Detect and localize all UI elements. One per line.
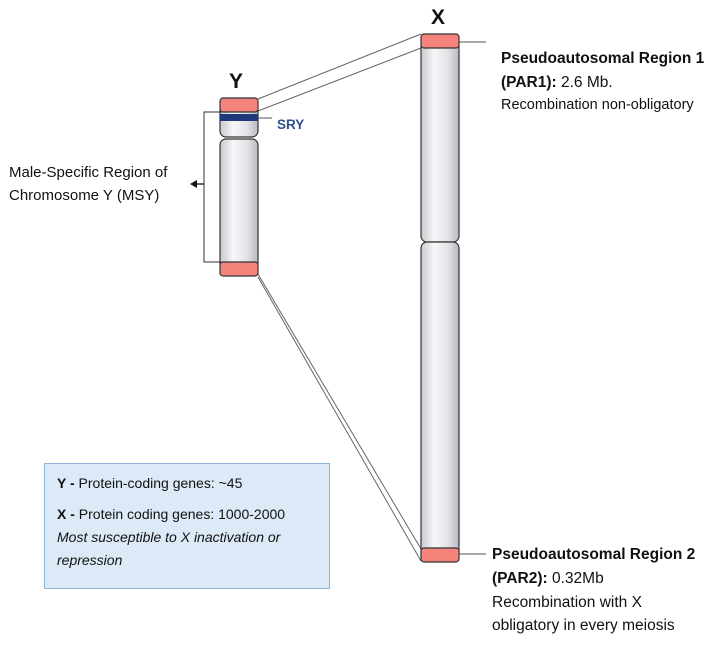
x-arm-long: [420, 241, 460, 559]
info-x-text: Protein coding genes: 1000-2000: [78, 506, 286, 522]
msy-label-line1: Male-Specific Region of: [9, 164, 168, 181]
info-x-note-text2: repression: [57, 552, 123, 568]
y-par1-band: [219, 97, 259, 113]
par2-size-line: (PAR2): 0.32Mb: [492, 570, 604, 588]
msy-label-line2: Chromosome Y (MSY): [9, 187, 160, 204]
info-x-line: X - Protein coding genes: 1000-2000: [57, 503, 317, 526]
sry-label: SRY: [277, 117, 305, 132]
par1-abbr: (PAR1):: [501, 74, 557, 91]
msy-label: Male-Specific Region of Chromosome Y (MS…: [9, 161, 167, 207]
par1-connector-lines: [257, 33, 422, 112]
info-x-note-line2: repression: [57, 549, 317, 572]
y-arm-long: [219, 138, 259, 271]
gene-count-info-box: Y - Protein-coding genes: ~45 X - Protei…: [44, 463, 330, 589]
par2-note-line1: Recombination with X: [492, 594, 642, 611]
x-arm-short: [420, 39, 460, 243]
x-chromosome-label: X: [431, 6, 446, 29]
par2-abbr: (PAR2):: [492, 570, 548, 587]
par1-size: 2.6 Mb.: [561, 74, 613, 91]
par2-size: 0.32Mb: [552, 570, 604, 587]
info-y-line: Y - Protein-coding genes: ~45: [57, 472, 317, 495]
info-x-label: X -: [57, 506, 75, 522]
par1-note: Recombination non-obligatory: [501, 97, 694, 113]
y-chromosome-label: Y: [229, 70, 244, 93]
y-par2-band: [219, 261, 259, 277]
par1-title: Pseudoautosomal Region 1: [501, 50, 705, 67]
msy-bracket: [203, 111, 222, 263]
x-par1-band: [420, 33, 460, 49]
par2-connector-lines: [251, 263, 422, 562]
x-chromosome: [420, 33, 460, 563]
info-y-label: Y -: [57, 475, 75, 491]
x-par2-band: [420, 547, 460, 563]
par1-size-line: (PAR1): 2.6 Mb.: [501, 74, 613, 92]
msy-arrow-head: [190, 180, 197, 188]
par2-note-line2: obligatory in every meiosis: [492, 617, 675, 634]
par2-title: Pseudoautosomal Region 2: [492, 546, 696, 563]
info-x-note-text1: Most susceptible to X inactivation or: [57, 529, 281, 545]
y-sry-band: [220, 114, 258, 121]
y-chromosome: [219, 97, 259, 277]
info-y-text: Protein-coding genes: ~45: [78, 475, 243, 491]
info-x-note-line1: Most susceptible to X inactivation or: [57, 526, 317, 549]
